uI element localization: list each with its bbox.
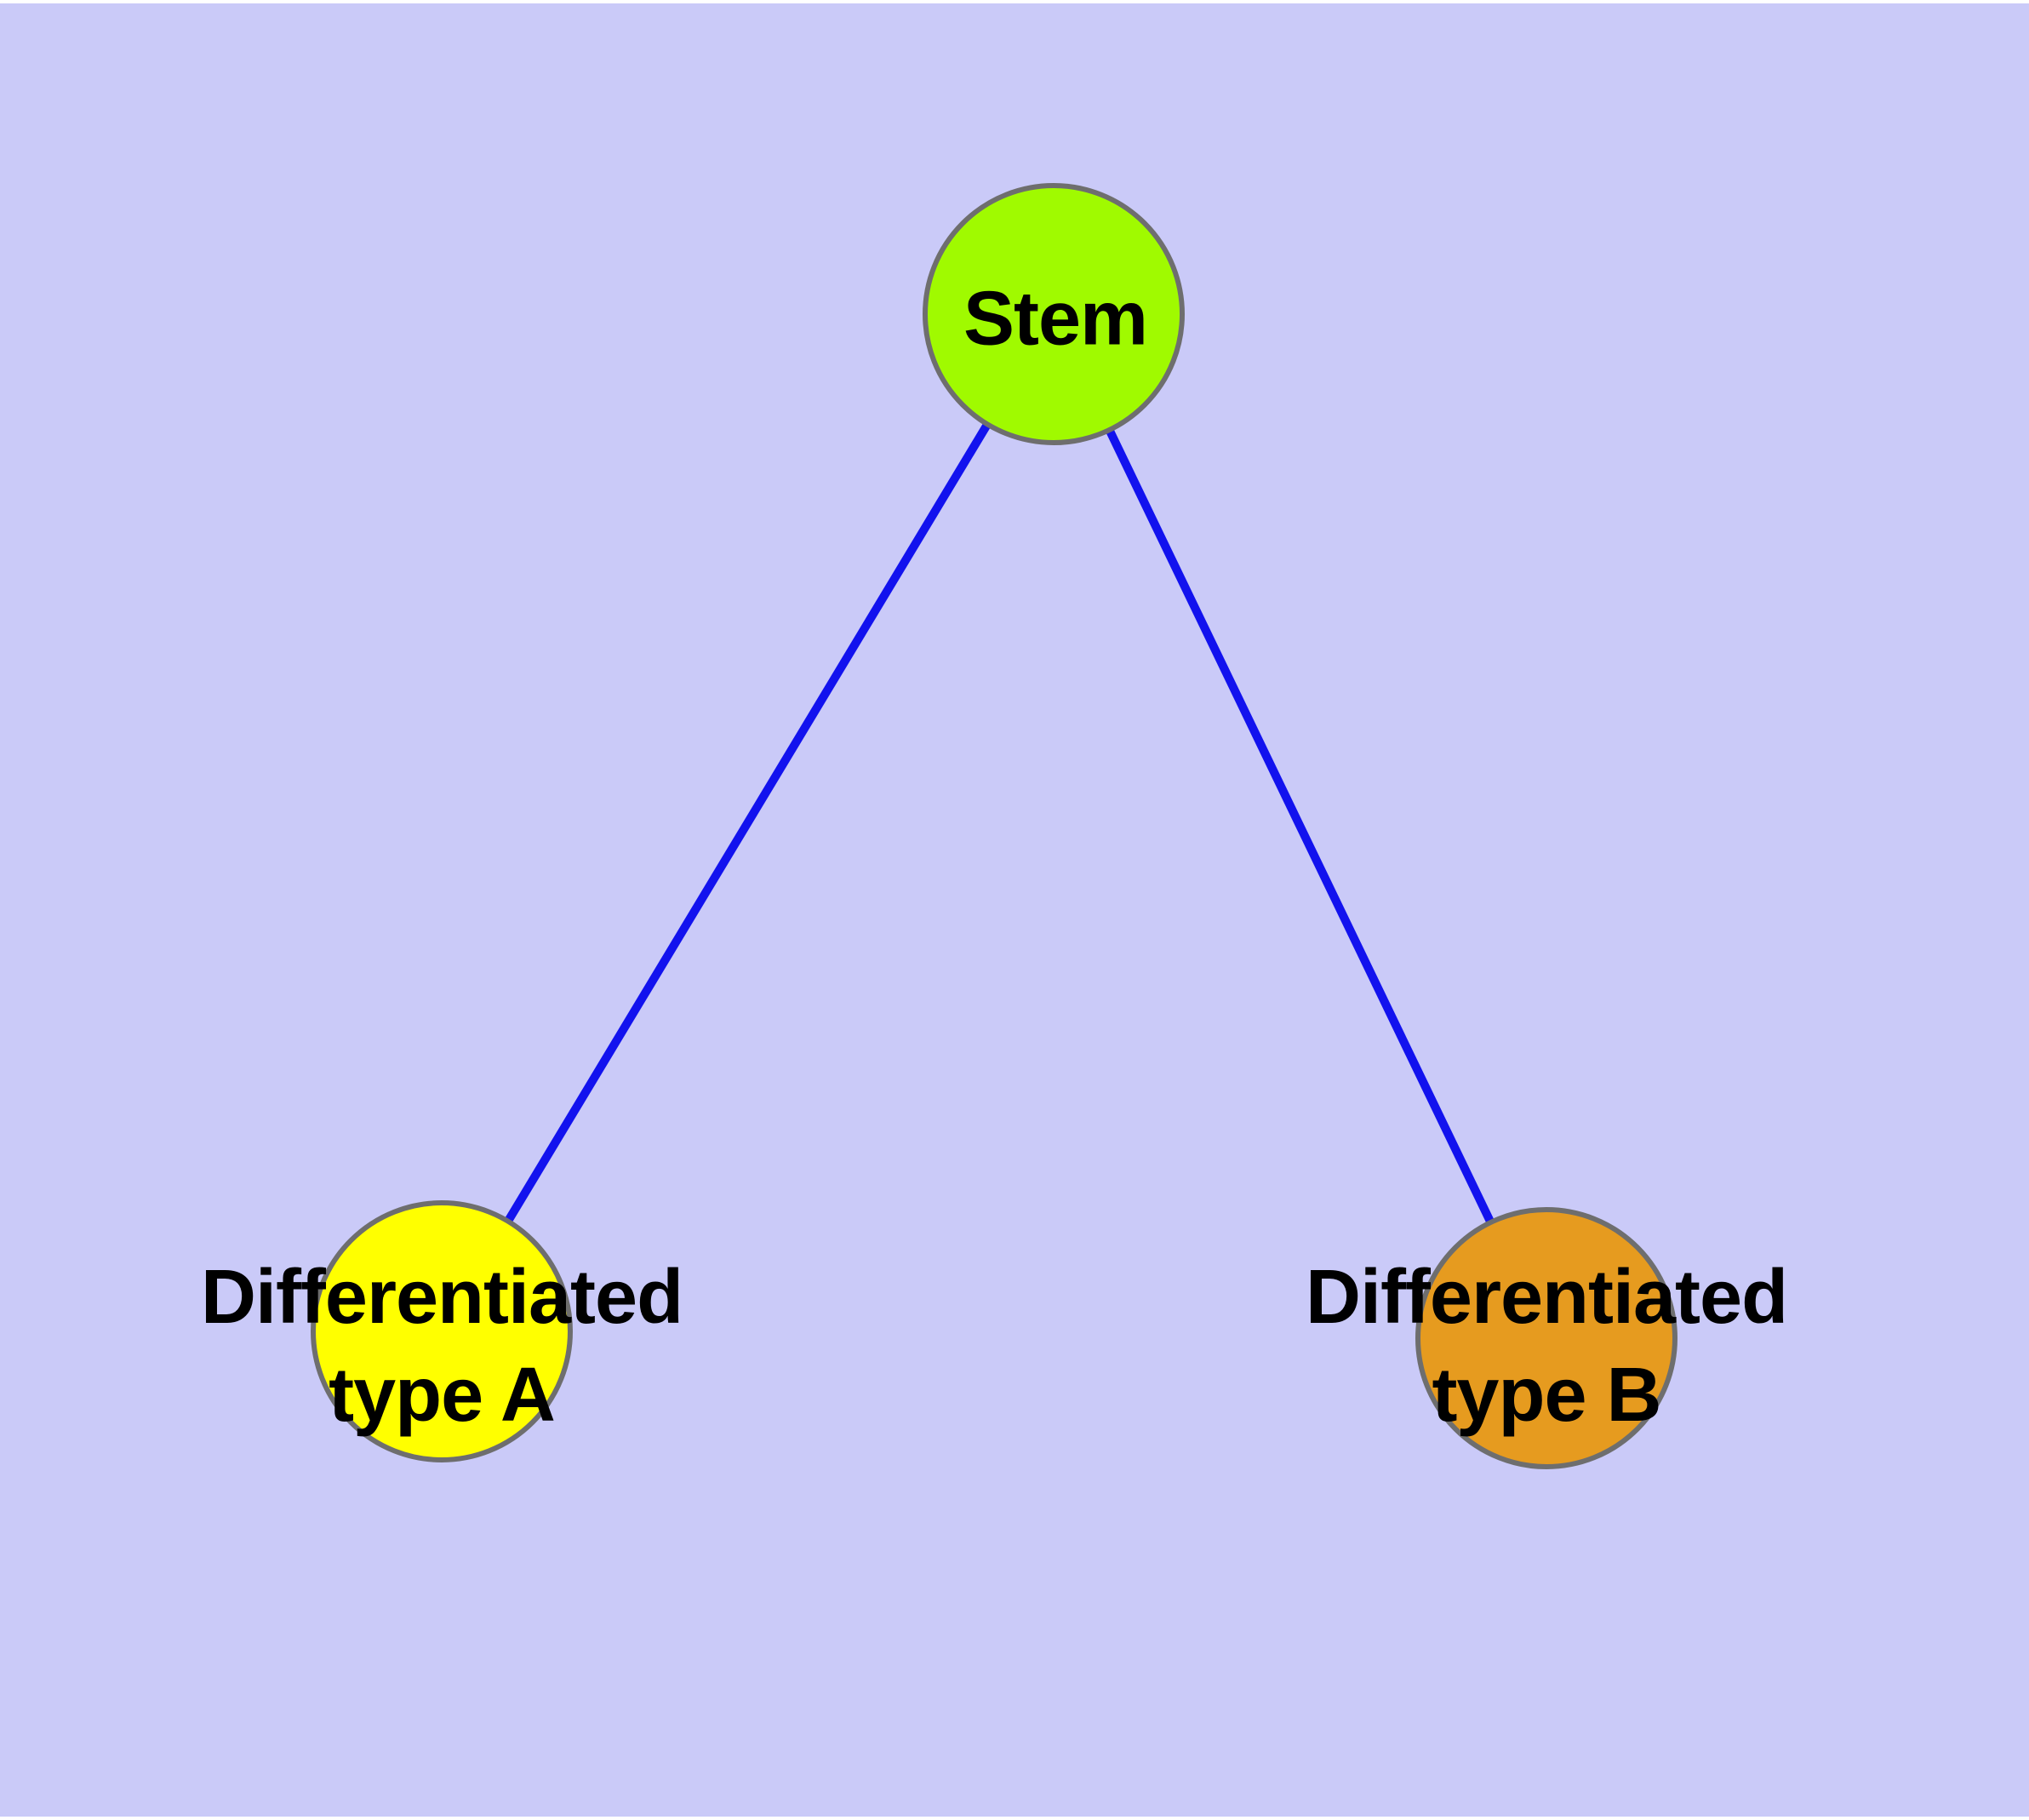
node-type-a-label-line1: Differentiated	[200, 1255, 683, 1340]
node-type-a-label: Differentiated type A	[201, 1249, 683, 1445]
node-stem-label-text: Stem	[963, 276, 1148, 362]
node-type-b-label: Differentiated type B	[1305, 1249, 1788, 1445]
node-stem-label: Stem	[963, 271, 1148, 369]
node-type-b-circle	[1415, 1207, 1677, 1469]
node-type-b-label-line1: Differentiated	[1305, 1255, 1788, 1340]
node-type-a-label-line2: type A	[329, 1353, 556, 1438]
edge-stem-to-type-b	[1049, 312, 1551, 1341]
node-type-a-circle	[311, 1200, 573, 1462]
node-stem-circle	[923, 183, 1185, 445]
node-type-b-label-line2: type B	[1432, 1353, 1661, 1438]
edge-stem-to-type-a	[437, 312, 1058, 1334]
